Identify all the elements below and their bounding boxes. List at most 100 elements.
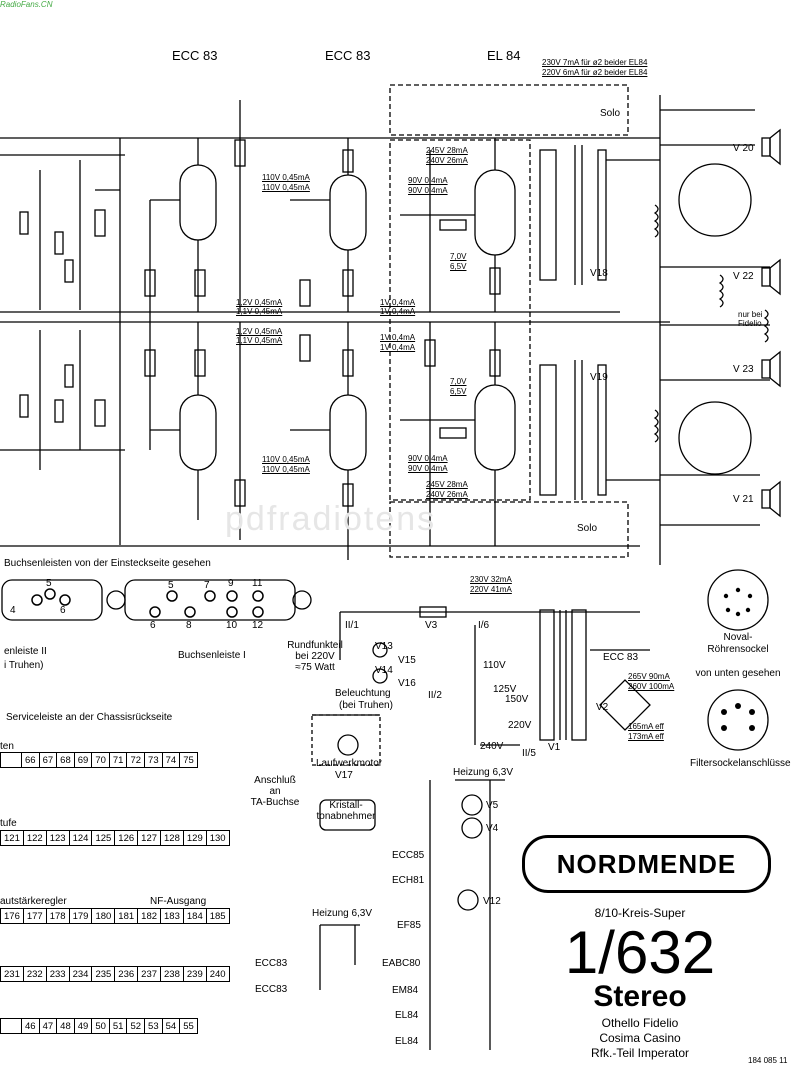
cell: 178 xyxy=(45,908,70,924)
leiste-2-label: enleiste II xyxy=(4,646,47,657)
volt-220: 220V xyxy=(508,720,532,731)
heater-lamp-v12: V12 xyxy=(483,896,501,907)
noval-line3: von unten gesehen xyxy=(695,668,781,679)
heater-ecc83-1: ECC83 xyxy=(255,958,288,969)
filter-label: Filtersockelanschlüsse xyxy=(690,758,791,769)
rect-v2: V2 xyxy=(596,702,609,713)
meas-c1: 1,2V 0,45mA xyxy=(236,327,283,336)
meas-j1: 245V 28mA xyxy=(426,480,468,489)
voltage-note-2: 220V 6mA für ø2 beider EL84 xyxy=(542,68,648,77)
cell: 183 xyxy=(160,908,184,924)
model-number: 1/632 xyxy=(564,919,716,986)
meas-a1: 110V 0,45mA xyxy=(262,173,310,182)
beleuchtung-1: Beleuchtung xyxy=(335,688,391,699)
cell: 128 xyxy=(160,830,184,846)
voltage-note-1: 230V 7mA für ø2 beider EL84 xyxy=(542,58,648,67)
cell: 236 xyxy=(114,966,139,982)
transformer-v18: V18 xyxy=(590,268,608,279)
meas-e2: 90V 0,4mA xyxy=(408,186,448,195)
cell: 238 xyxy=(160,966,184,982)
meas-l2: 6,5V xyxy=(450,387,467,396)
cell: 46 xyxy=(21,1018,40,1034)
transformer-v19: V19 xyxy=(590,372,608,383)
ps-tube: ECC 83 xyxy=(603,652,639,663)
service-row3-head2: NF-Ausgang xyxy=(150,896,207,907)
speaker-v22: V 22 xyxy=(733,271,754,282)
meas-d2: 110V 0,45mA xyxy=(262,465,310,474)
meas-l1: 7,0V xyxy=(450,377,467,386)
lamp-v15: V15 xyxy=(398,655,416,666)
lamp-v14: V14 xyxy=(375,665,393,676)
cell: 68 xyxy=(56,752,75,768)
meas-k2: 6,5V xyxy=(450,262,467,271)
volt-240: 240V xyxy=(480,741,504,752)
noval-line2: Röhrensockel xyxy=(707,644,769,655)
tube-label-1: ECC 83 xyxy=(172,48,218,63)
kristall-2: Kristall- xyxy=(329,800,363,811)
service-row2: 121 122 123 124 125 126 127 128 129 130 xyxy=(0,830,230,846)
speaker-note: nur bei Fidelio xyxy=(738,310,763,328)
rundfunk-3: ≈75 Watt xyxy=(295,662,335,673)
pin-r-8: 8 xyxy=(186,620,192,631)
laufwerk-label: Laufwerkmotor xyxy=(316,758,383,769)
speaker-v23: V 23 xyxy=(733,364,754,375)
pin-r-12: 12 xyxy=(252,620,264,631)
cell: 53 xyxy=(144,1018,163,1034)
switch-i6: I/6 xyxy=(478,620,490,631)
meas-e1: 90V 0,4mA xyxy=(408,176,448,185)
cell: 232 xyxy=(22,966,47,982)
cell: 181 xyxy=(114,908,139,924)
meas-n2: 260V 100mA xyxy=(628,682,675,691)
noval-line1: Noval- xyxy=(723,632,753,643)
meas-j2: 240V 26mA xyxy=(426,490,468,499)
heater-ecc85: ECC85 xyxy=(392,850,425,861)
cell: 47 xyxy=(38,1018,58,1034)
meas-f2: 1V 0,4mA xyxy=(380,307,416,316)
cell: 72 xyxy=(126,752,146,768)
pin-r-10: 10 xyxy=(226,620,238,631)
cell: 54 xyxy=(161,1018,181,1034)
connectors-heading: Buchsenleisten von der Einsteckseite ges… xyxy=(4,558,211,569)
meas-n1: 265V 90mA xyxy=(628,672,670,681)
service-row3: 176 177 178 179 180 181 182 183 184 185 xyxy=(0,908,230,924)
meas-o1: 165mA eff xyxy=(628,722,664,731)
heater-el84-2: EL84 xyxy=(395,1036,419,1047)
cell: 124 xyxy=(68,830,93,846)
cell: 74 xyxy=(161,752,181,768)
service-title: Serviceleiste an der Chassisrückseite xyxy=(6,712,173,723)
service-row4: 231 232 233 234 235 236 237 238 239 240 xyxy=(0,966,230,982)
cell: 49 xyxy=(73,1018,93,1034)
cell: 71 xyxy=(108,752,128,768)
cell: 176 xyxy=(0,908,24,924)
meas-h1: 90V 0,4mA xyxy=(408,454,448,463)
tube-label-3: EL 84 xyxy=(487,48,521,63)
meas-m2: 220V 41mA xyxy=(470,585,512,594)
cell: 177 xyxy=(22,908,47,924)
meas-h2: 90V 0,4mA xyxy=(408,464,448,473)
cell: 51 xyxy=(108,1018,128,1034)
pin-r-6: 6 xyxy=(150,620,156,631)
rundfunk-2: bei 220V xyxy=(295,651,335,662)
volt-150: 150V xyxy=(505,694,529,705)
brand-logo: NORDMENDE xyxy=(522,835,771,893)
cell: 48 xyxy=(56,1018,75,1034)
volt-125: 125V xyxy=(493,684,517,695)
cell: 239 xyxy=(182,966,207,982)
pin-r-11: 11 xyxy=(252,578,263,589)
cell: 234 xyxy=(68,966,93,982)
anschluss-2: an xyxy=(269,786,281,797)
cell: 127 xyxy=(137,830,162,846)
cell: 130 xyxy=(205,830,230,846)
cell: 237 xyxy=(137,966,162,982)
rect-v1: V1 xyxy=(548,742,561,753)
cell: 66 xyxy=(21,752,40,768)
speaker-v20: V 20 xyxy=(733,143,754,154)
cell: 179 xyxy=(68,908,93,924)
service-row2-head: tufe xyxy=(0,818,17,829)
cell: 231 xyxy=(0,966,24,982)
heater-lamp-v4: V4 xyxy=(486,823,499,834)
meas-o2: 173mA eff xyxy=(628,732,664,741)
model-code: 184 085 11 xyxy=(748,1056,788,1065)
